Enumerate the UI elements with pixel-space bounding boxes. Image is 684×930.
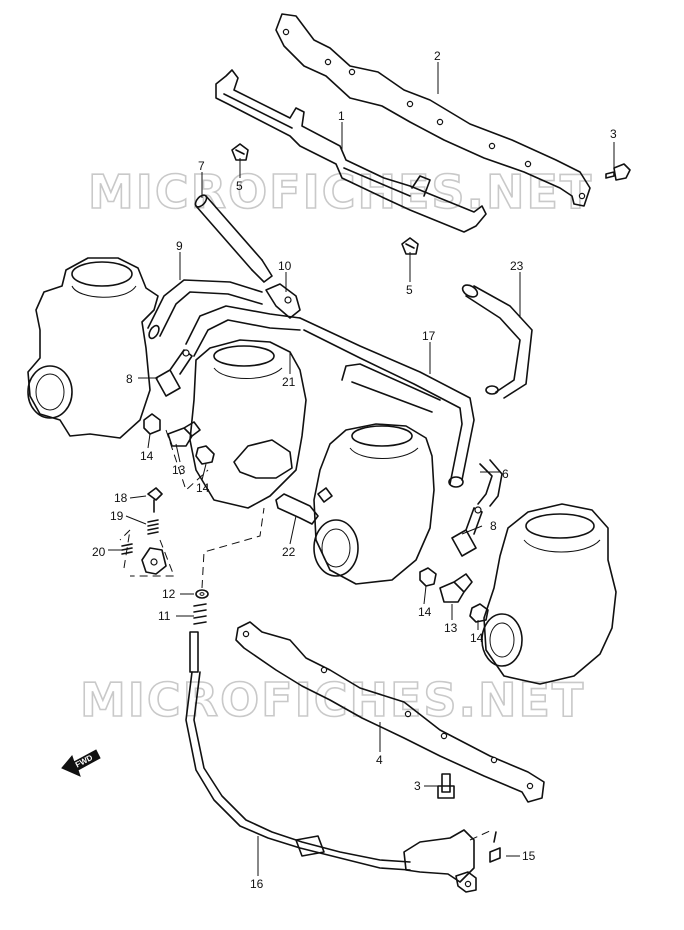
- part-1-link-rod: [215, 69, 487, 233]
- part-16-cable: [185, 631, 411, 871]
- part-5-clip-upper: [231, 143, 249, 161]
- part-13-tee-left: [167, 421, 201, 447]
- callout-14-c: 14: [418, 605, 432, 619]
- callout-5-lower: 5: [406, 283, 413, 297]
- watermark-bottom: MICROFICHES.NET: [80, 673, 585, 727]
- callout-23: 23: [510, 259, 524, 273]
- part-22-fitting: [275, 487, 333, 525]
- part-19-spring: [147, 519, 159, 535]
- leader-lines: [108, 62, 615, 876]
- part-23-hose: [461, 284, 533, 399]
- callout-12: 12: [162, 587, 176, 601]
- part-14-fittings-left: [143, 413, 215, 465]
- callout-10: 10: [278, 259, 292, 273]
- part-5-clip-lower: [401, 237, 419, 255]
- callout-2: 2: [434, 49, 441, 63]
- part-10-joint: [265, 283, 301, 319]
- callout-6: 6: [502, 467, 509, 481]
- part-14-fittings-right: [419, 567, 489, 623]
- part-11-spring: [193, 603, 207, 625]
- callout-14-d: 14: [470, 631, 484, 645]
- part-8-fitting-left: [155, 349, 193, 397]
- callout-21: 21: [282, 375, 296, 389]
- callout-8-left: 8: [126, 372, 133, 386]
- callout-1: 1: [338, 109, 345, 123]
- carburetor-4: [481, 503, 617, 685]
- callout-19: 19: [110, 509, 124, 523]
- carburetor-1: [27, 257, 159, 439]
- callout-14-b: 14: [196, 481, 210, 495]
- part-15-screw: [489, 831, 501, 863]
- callout-5-upper: 5: [236, 179, 243, 193]
- part-13-tee-right: [439, 573, 473, 603]
- part-3-screw-lower: [437, 773, 455, 799]
- callout-14-a: 14: [140, 449, 154, 463]
- dashed-link-bracket: [469, 829, 493, 841]
- part-2-upper-bracket: [275, 13, 591, 207]
- callout-9: 9: [176, 239, 183, 253]
- dashed-link-center: [201, 507, 265, 589]
- callout-22: 22: [282, 545, 296, 559]
- part-18-screw: [147, 487, 163, 513]
- callout-13-left: 13: [172, 463, 186, 477]
- part-12-washer: [195, 589, 209, 599]
- callout-18: 18: [114, 491, 128, 505]
- callout-17: 17: [422, 329, 436, 343]
- carburetor-3: [313, 423, 435, 585]
- part-17-hose: [299, 317, 475, 488]
- callout-8-right: 8: [490, 519, 497, 533]
- callout-20: 20: [92, 545, 106, 559]
- callout-13-right: 13: [444, 621, 458, 635]
- callout-16: 16: [250, 877, 264, 891]
- callout-15: 15: [522, 849, 536, 863]
- carburetor-2: [189, 339, 307, 509]
- callout-3-lower: 3: [414, 779, 421, 793]
- callout-3-upper: 3: [610, 127, 617, 141]
- fwd-arrow-icon: FWD: [61, 749, 101, 777]
- callout-4: 4: [376, 753, 383, 767]
- part-7-hose: [194, 194, 273, 283]
- dashed-link-left: [119, 429, 209, 577]
- part-4-lower-bracket: [235, 621, 545, 803]
- cable-bracket: [403, 829, 477, 893]
- part-21-hose: [185, 305, 301, 357]
- part-9-hose: [147, 279, 263, 340]
- part-8-fitting-right: [451, 506, 483, 557]
- cam-piece: [141, 547, 167, 575]
- part-6-hose: [477, 459, 503, 507]
- part-3-screw-upper: [605, 163, 631, 181]
- callout-7: 7: [198, 159, 205, 173]
- callout-11: 11: [158, 609, 171, 623]
